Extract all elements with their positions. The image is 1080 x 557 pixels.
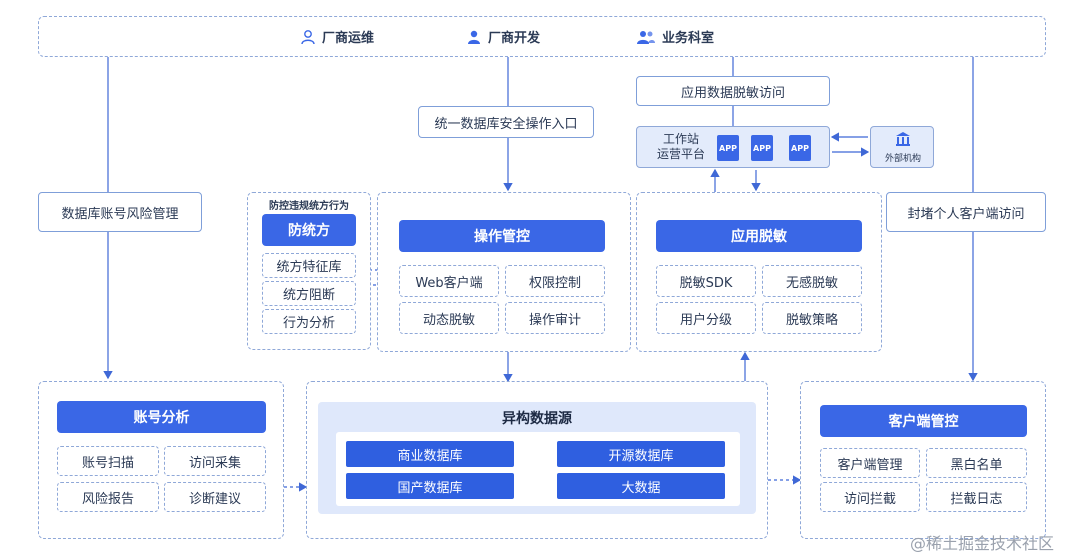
client-item-manage: 客户端管理: [820, 448, 920, 478]
workstation-label: 工作站 运营平台: [656, 132, 705, 161]
app-icon-3: APP: [789, 135, 811, 161]
anti-proxy-item-behavior: 行为分析: [262, 309, 356, 334]
top-item-label: 厂商开发: [488, 31, 541, 46]
watermark: @稀土掘金技术社区: [910, 534, 1055, 553]
hetero-sources-header: 异构数据源: [502, 411, 572, 427]
app-mask-item-sdk: 脱敏SDK: [656, 265, 756, 297]
client-item-whitelist: 黑白名单: [926, 448, 1027, 478]
anti-proxy-header: 防统方: [262, 214, 356, 246]
top-user-bar: [38, 16, 1046, 57]
anti-proxy-caption: 防控违规统方行为: [269, 201, 349, 212]
db-item-open-source: 开源数据库: [557, 441, 725, 467]
app-mask-item-user-level: 用户分级: [656, 302, 756, 334]
anti-proxy-item-block: 统方阻断: [262, 281, 356, 306]
ops-item-dynamic-mask: 动态脱敏: [399, 302, 499, 334]
top-item-business-dept: 业务科室: [636, 27, 714, 46]
group-icon: [637, 30, 655, 44]
top-item-vendor-dev: 厂商开发: [466, 27, 540, 46]
bank-icon: [896, 132, 910, 146]
top-item-label: 业务科室: [662, 31, 715, 46]
block-client-box: 封堵个人客户端访问: [886, 192, 1046, 232]
app-icon-1: APP: [717, 135, 739, 161]
account-item-diagnosis: 诊断建议: [164, 482, 266, 512]
client-item-intercept-log: 拦截日志: [926, 482, 1027, 512]
ops-item-audit: 操作审计: [505, 302, 605, 334]
client-control-header: 客户端管控: [820, 405, 1027, 437]
person-icon: [468, 30, 480, 44]
db-item-commercial: 商业数据库: [346, 441, 514, 467]
ops-item-web-client: Web客户端: [399, 265, 499, 297]
external-org-label: 外部机构: [884, 154, 921, 164]
db-item-domestic: 国产数据库: [346, 473, 514, 499]
person-outline-icon: [301, 29, 315, 44]
ops-control-header: 操作管控: [399, 220, 605, 252]
app-icon-2: APP: [751, 135, 773, 161]
top-item-label: 厂商运维: [322, 31, 375, 46]
app-mask-item-seamless: 无感脱敏: [762, 265, 862, 297]
anti-proxy-item-feature: 统方特征库: [262, 253, 356, 278]
external-org-box: 外部机构: [870, 126, 934, 168]
account-risk-box: 数据库账号风险管理: [38, 192, 202, 232]
app-masking-header: 应用脱敏: [656, 220, 862, 252]
app-mask-access-box: 应用数据脱敏访问: [636, 76, 830, 106]
unified-entry-box: 统一数据库安全操作入口: [418, 106, 594, 138]
account-item-risk-report: 风险报告: [57, 482, 159, 512]
ops-item-permission: 权限控制: [505, 265, 605, 297]
account-item-scan: 账号扫描: [57, 446, 159, 476]
app-mask-item-policy: 脱敏策略: [762, 302, 862, 334]
workstation-box: 工作站 运营平台 APP APP APP: [636, 126, 830, 168]
account-analysis-header: 账号分析: [57, 401, 266, 433]
top-item-vendor-ops: 厂商运维: [300, 27, 374, 46]
db-item-big-data: 大数据: [557, 473, 725, 499]
account-item-collect: 访问采集: [164, 446, 266, 476]
client-item-intercept: 访问拦截: [820, 482, 920, 512]
